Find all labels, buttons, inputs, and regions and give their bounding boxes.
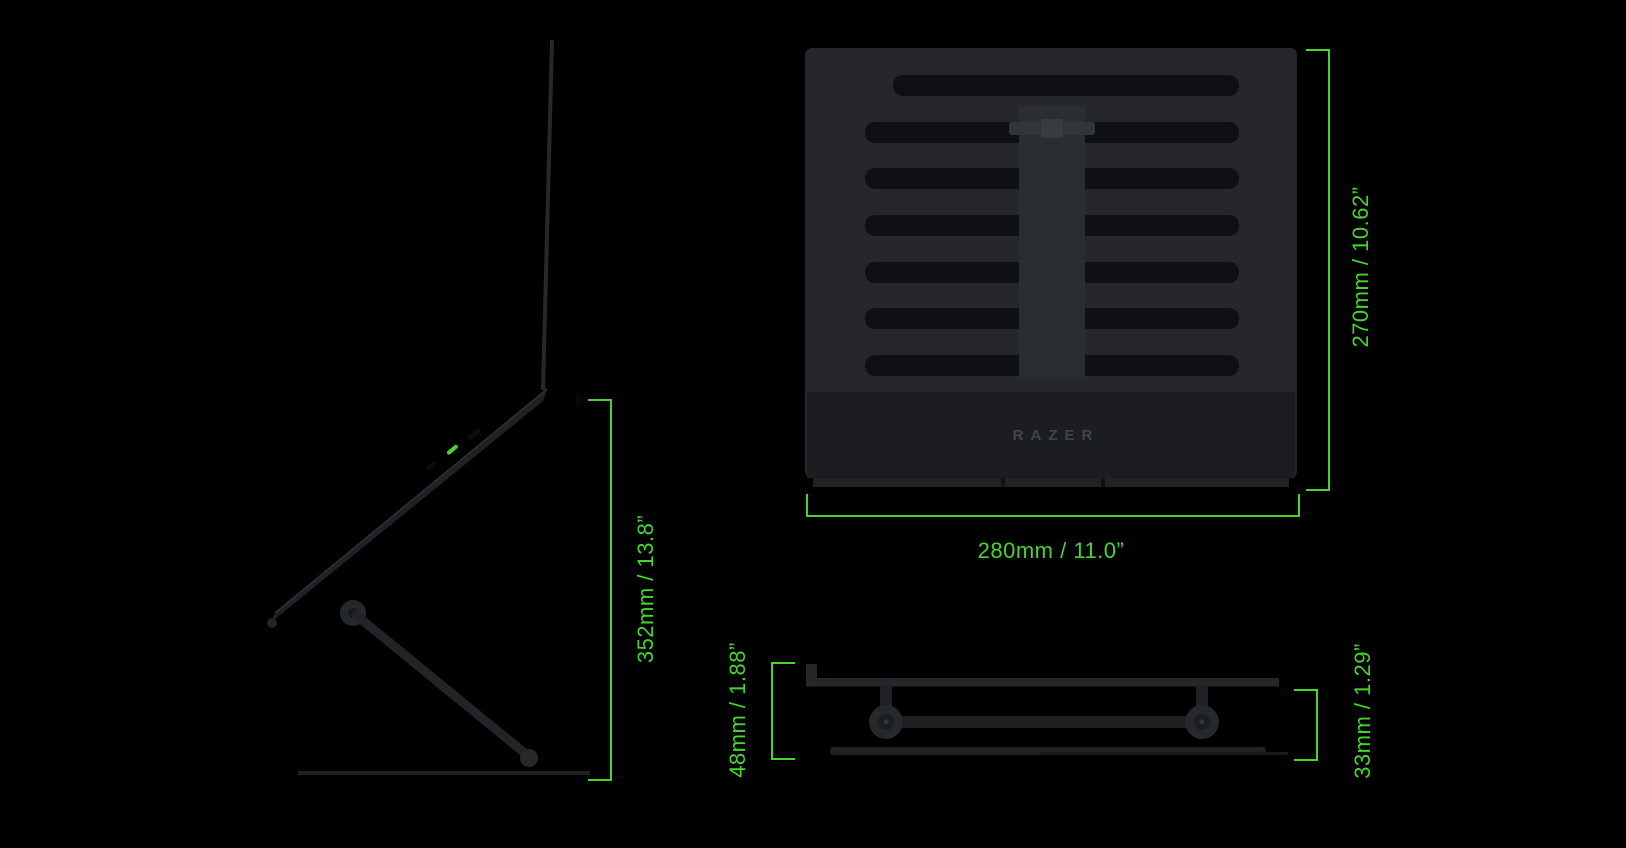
- hinge-knob: [1041, 119, 1063, 138]
- edge-notch: [1001, 478, 1005, 487]
- folded-hinge-right-pin: [1199, 719, 1205, 725]
- dimension-bracket-depth: [1306, 49, 1330, 491]
- dimension-bracket-stand-height: [588, 399, 612, 781]
- laptop-body-edge: [274, 388, 548, 614]
- folded-legs: [886, 716, 1202, 728]
- stand-foot: [520, 749, 538, 767]
- power-led: [446, 444, 458, 455]
- center-rail: [1019, 106, 1085, 378]
- edge-notch: [1101, 478, 1105, 487]
- laptop-screen: [541, 39, 554, 391]
- dimension-label-front-height: 48mm / 1.88”: [725, 642, 750, 778]
- stand-leg: [351, 610, 532, 760]
- dimension-label-rear-height: 33mm / 1.29”: [1350, 643, 1375, 779]
- stand-front-lip: [267, 618, 277, 628]
- bottom-band: [807, 392, 1295, 478]
- bottom-edge: [813, 478, 1289, 487]
- laptop-port: [426, 462, 436, 470]
- folded-bottom-line: [1040, 752, 1288, 755]
- folded-view-illustration: [806, 664, 1288, 755]
- top-view-illustration: RAZER: [805, 48, 1297, 487]
- dimension-label-stand-height: 352mm / 13.8”: [633, 514, 658, 664]
- laptop-body: [269, 388, 548, 624]
- folded-top-plate: [806, 664, 1279, 687]
- dimension-bracket-front-height: [771, 662, 795, 760]
- dimension-bracket-width: [806, 494, 1300, 517]
- side-view-illustration: [267, 39, 590, 775]
- laptop-port: [467, 428, 482, 441]
- brand-logo: RAZER: [1013, 427, 1100, 444]
- vent-slot: [893, 75, 1239, 96]
- dimension-label-depth: 270mm / 10.62”: [1348, 186, 1373, 348]
- dimension-bracket-rear-height: [1294, 689, 1318, 761]
- floor-line: [298, 771, 590, 775]
- dimension-label-width: 280mm / 11.0”: [977, 538, 1125, 563]
- folded-hinge-left-pin: [883, 719, 889, 725]
